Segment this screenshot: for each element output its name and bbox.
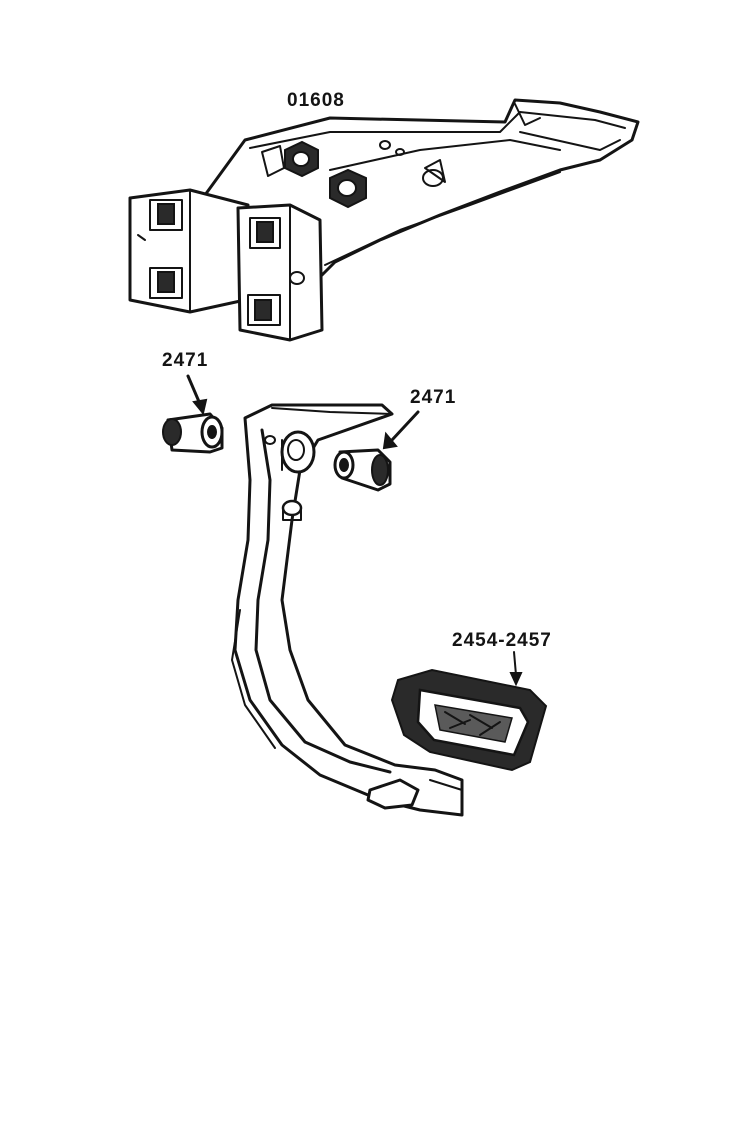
- part-label-bracket: 01608: [287, 90, 345, 111]
- bushing-right-arrow: [382, 410, 420, 450]
- part-label-bushing-right: 2471: [410, 387, 457, 408]
- part-label-pedal-pad: 2454-2457: [452, 630, 552, 651]
- bushing-right: [333, 448, 392, 492]
- pedal-pad: [390, 668, 548, 772]
- pedal-pad-leader: [509, 651, 523, 687]
- bushing-left-arrow: [186, 374, 208, 416]
- bushing-left: [162, 412, 224, 454]
- part-label-bushing-left: 2471: [162, 350, 209, 371]
- pedal-support-bracket: [128, 98, 640, 342]
- pedal-arm: [231, 403, 464, 817]
